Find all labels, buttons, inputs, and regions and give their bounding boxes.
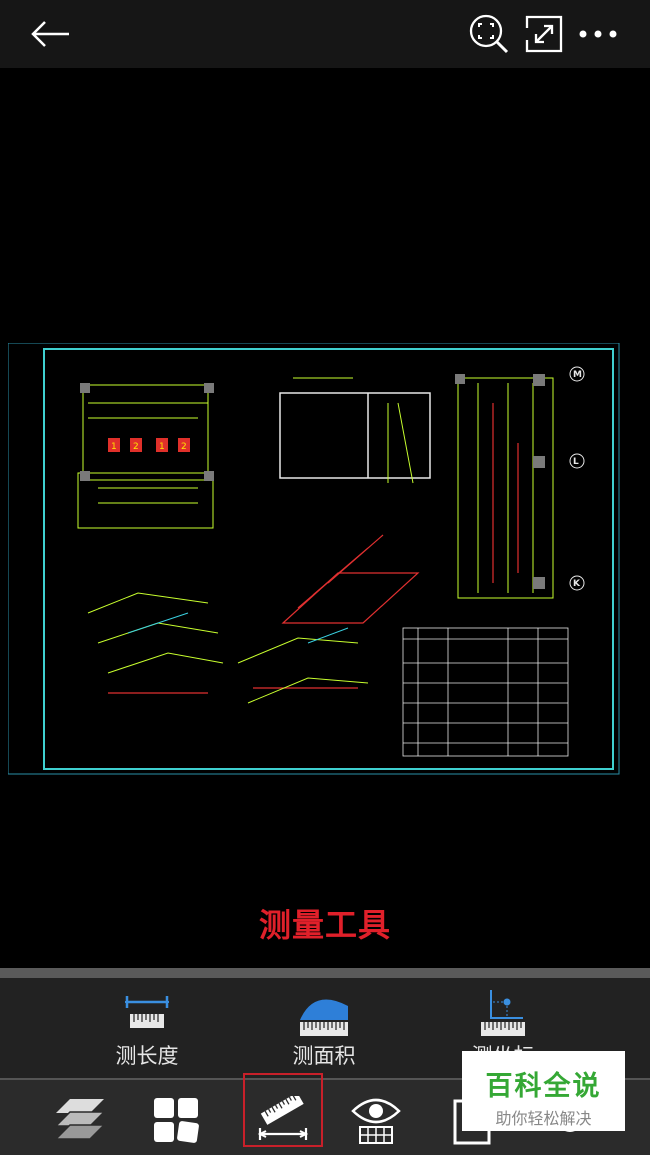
svg-text:2: 2 [181,442,187,452]
watermark-title: 百科全说 [485,1071,602,1102]
layers-icon [54,1099,106,1140]
measure-length-label: 测长度 [115,1044,179,1068]
more-dots-icon [579,30,617,38]
panel-divider [0,968,650,978]
expand-icon [525,15,563,53]
arrow-left-icon [31,21,69,47]
zoom-fit-button[interactable] [465,10,513,58]
fullscreen-button[interactable] [520,10,568,58]
top-toolbar [0,0,650,68]
watermark: 百科全说 助你轻松解决 [462,1051,625,1131]
grid-label-l: L [573,457,579,467]
nav-layout[interactable] [146,1090,206,1150]
measure-area-label: 测面积 [292,1044,356,1068]
cad-drawing[interactable]: 1 2 1 2 M L K [8,343,620,775]
caption: 测量工具 [258,906,391,944]
drawing-canvas[interactable] [0,68,650,968]
layout-icon [154,1098,199,1143]
grid-label-m: M [573,370,582,380]
ruler-icon [257,1096,309,1140]
svg-text:1: 1 [159,442,165,452]
measure-length-button[interactable]: 测长度 [77,986,217,1076]
nav-view[interactable] [346,1090,406,1150]
measure-length-icon [125,996,169,1028]
measure-area-icon [300,999,348,1036]
svg-text:1: 1 [111,442,117,452]
nav-layers[interactable] [50,1090,110,1150]
zoom-fit-icon [469,14,509,54]
measure-coordinate-icon [481,990,525,1036]
view-icon [351,1098,401,1144]
more-button[interactable] [574,10,622,58]
grid-label-k: K [573,579,581,589]
measure-tools-panel: 测长度 测面积 测坐标 [0,978,650,1078]
back-button[interactable] [26,10,74,58]
watermark-subtitle: 助你轻松解决 [495,1109,592,1128]
nav-measure[interactable] [253,1090,313,1150]
selected-tab-highlight [243,1073,323,1147]
measure-area-button[interactable]: 测面积 [254,986,394,1076]
svg-text:2: 2 [133,442,139,452]
